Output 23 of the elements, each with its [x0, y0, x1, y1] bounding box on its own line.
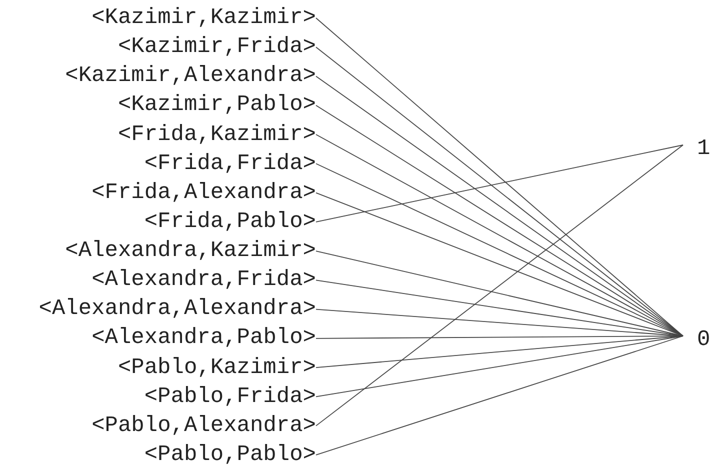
value-label: 0: [697, 327, 710, 353]
pair-label: <Alexandra,Alexandra>: [38, 296, 316, 322]
pair-label: <Frida,Kazimir>: [118, 122, 316, 148]
connector-line: [316, 336, 684, 456]
pair-label: <Pablo,Pablo>: [144, 442, 316, 468]
pair-label: <Alexandra,Kazimir>: [65, 238, 316, 264]
pair-label: <Frida,Alexandra>: [92, 180, 316, 206]
connector-line: [316, 144, 684, 222]
pair-label: <Kazimir,Kazimir>: [92, 5, 316, 31]
connector-line: [316, 336, 684, 368]
pair-label: <Pablo,Frida>: [144, 384, 316, 410]
pair-label: <Frida,Pablo>: [144, 208, 316, 235]
pair-label: <Pablo,Kazimir>: [118, 354, 316, 381]
pair-label: <Kazimir,Alexandra>: [65, 63, 316, 90]
pair-label: <Kazimir,Pablo>: [118, 92, 316, 118]
pair-label: <Kazimir,Frida>: [118, 34, 316, 60]
pair-label: <Alexandra,Pablo>: [92, 325, 316, 352]
pair-label: <Alexandra,Frida>: [92, 267, 316, 294]
connector-line: [316, 144, 684, 426]
value-label: 1: [697, 136, 710, 162]
pair-label: <Frida,Frida>: [144, 150, 316, 177]
pair-label: <Pablo,Alexandra>: [92, 412, 316, 439]
connector-line: [316, 336, 684, 398]
